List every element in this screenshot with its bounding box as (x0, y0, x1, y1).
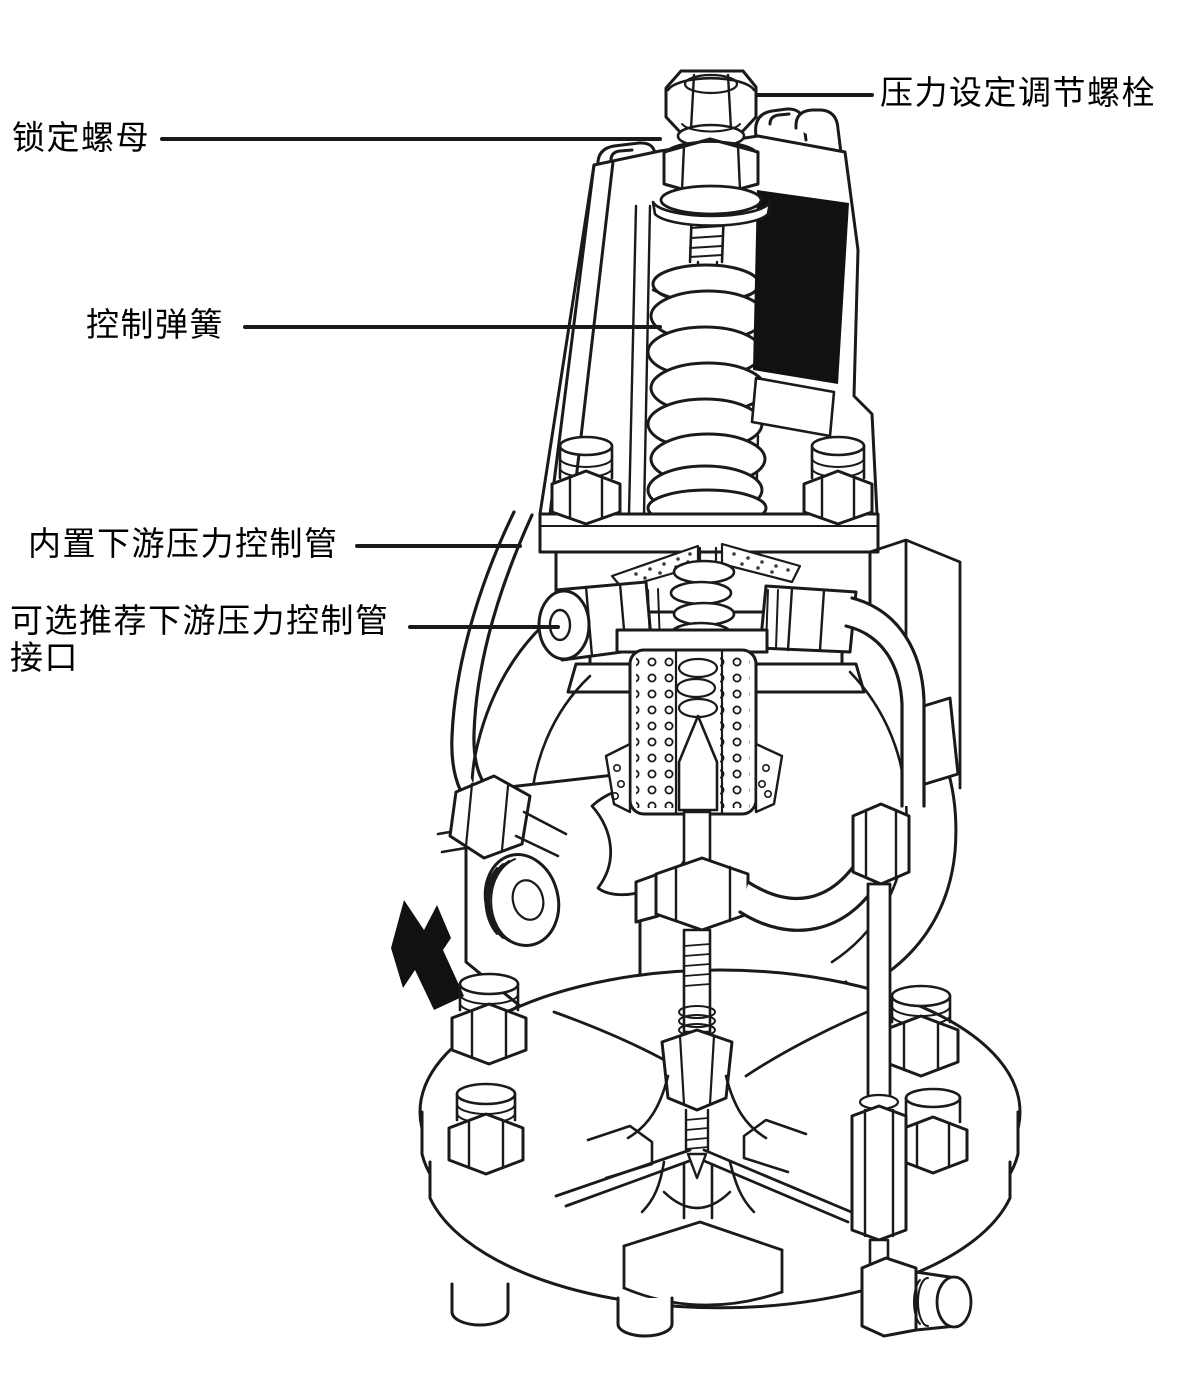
external-control-pipe (738, 596, 973, 1338)
label-internal-downstream-control-pipe: 内置下游压力控制管 (28, 527, 339, 563)
label-optional-downstream-port-line2: 接口 (10, 641, 79, 677)
internal-control-pipe (448, 510, 568, 860)
leader-lines (160, 93, 874, 629)
strainer-screen (604, 628, 784, 816)
flange-bolt-bottom-left (447, 1082, 525, 1176)
control-spring-drawing (646, 206, 768, 528)
flow-direction-arrow (391, 900, 464, 1010)
label-pressure-adjustment-bolt: 压力设定调节螺栓 (880, 76, 1156, 112)
main-valve-stem (626, 810, 768, 1180)
flange-bolt-right (882, 984, 960, 1078)
bonnet-bolt-right (802, 435, 874, 526)
label-optional-downstream-port: 可选推荐下游压力控制管 接口 (10, 604, 390, 678)
nameplate-black-plate (753, 190, 849, 384)
lock-nut-drawing (651, 137, 772, 227)
pressure-adjustment-bolt (664, 69, 758, 149)
nameplate-white-tag (750, 376, 836, 438)
flange-bolt-top-left (450, 972, 528, 1066)
nameplate (750, 190, 849, 438)
label-control-spring: 控制弹簧 (86, 308, 224, 344)
label-optional-downstream-port-line1: 可选推荐下游压力控制管 (10, 604, 390, 640)
flange-bolt-lower-right (897, 1087, 969, 1175)
bonnet-bolt-left (550, 435, 622, 526)
label-lock-nut: 锁定螺母 (12, 121, 150, 157)
